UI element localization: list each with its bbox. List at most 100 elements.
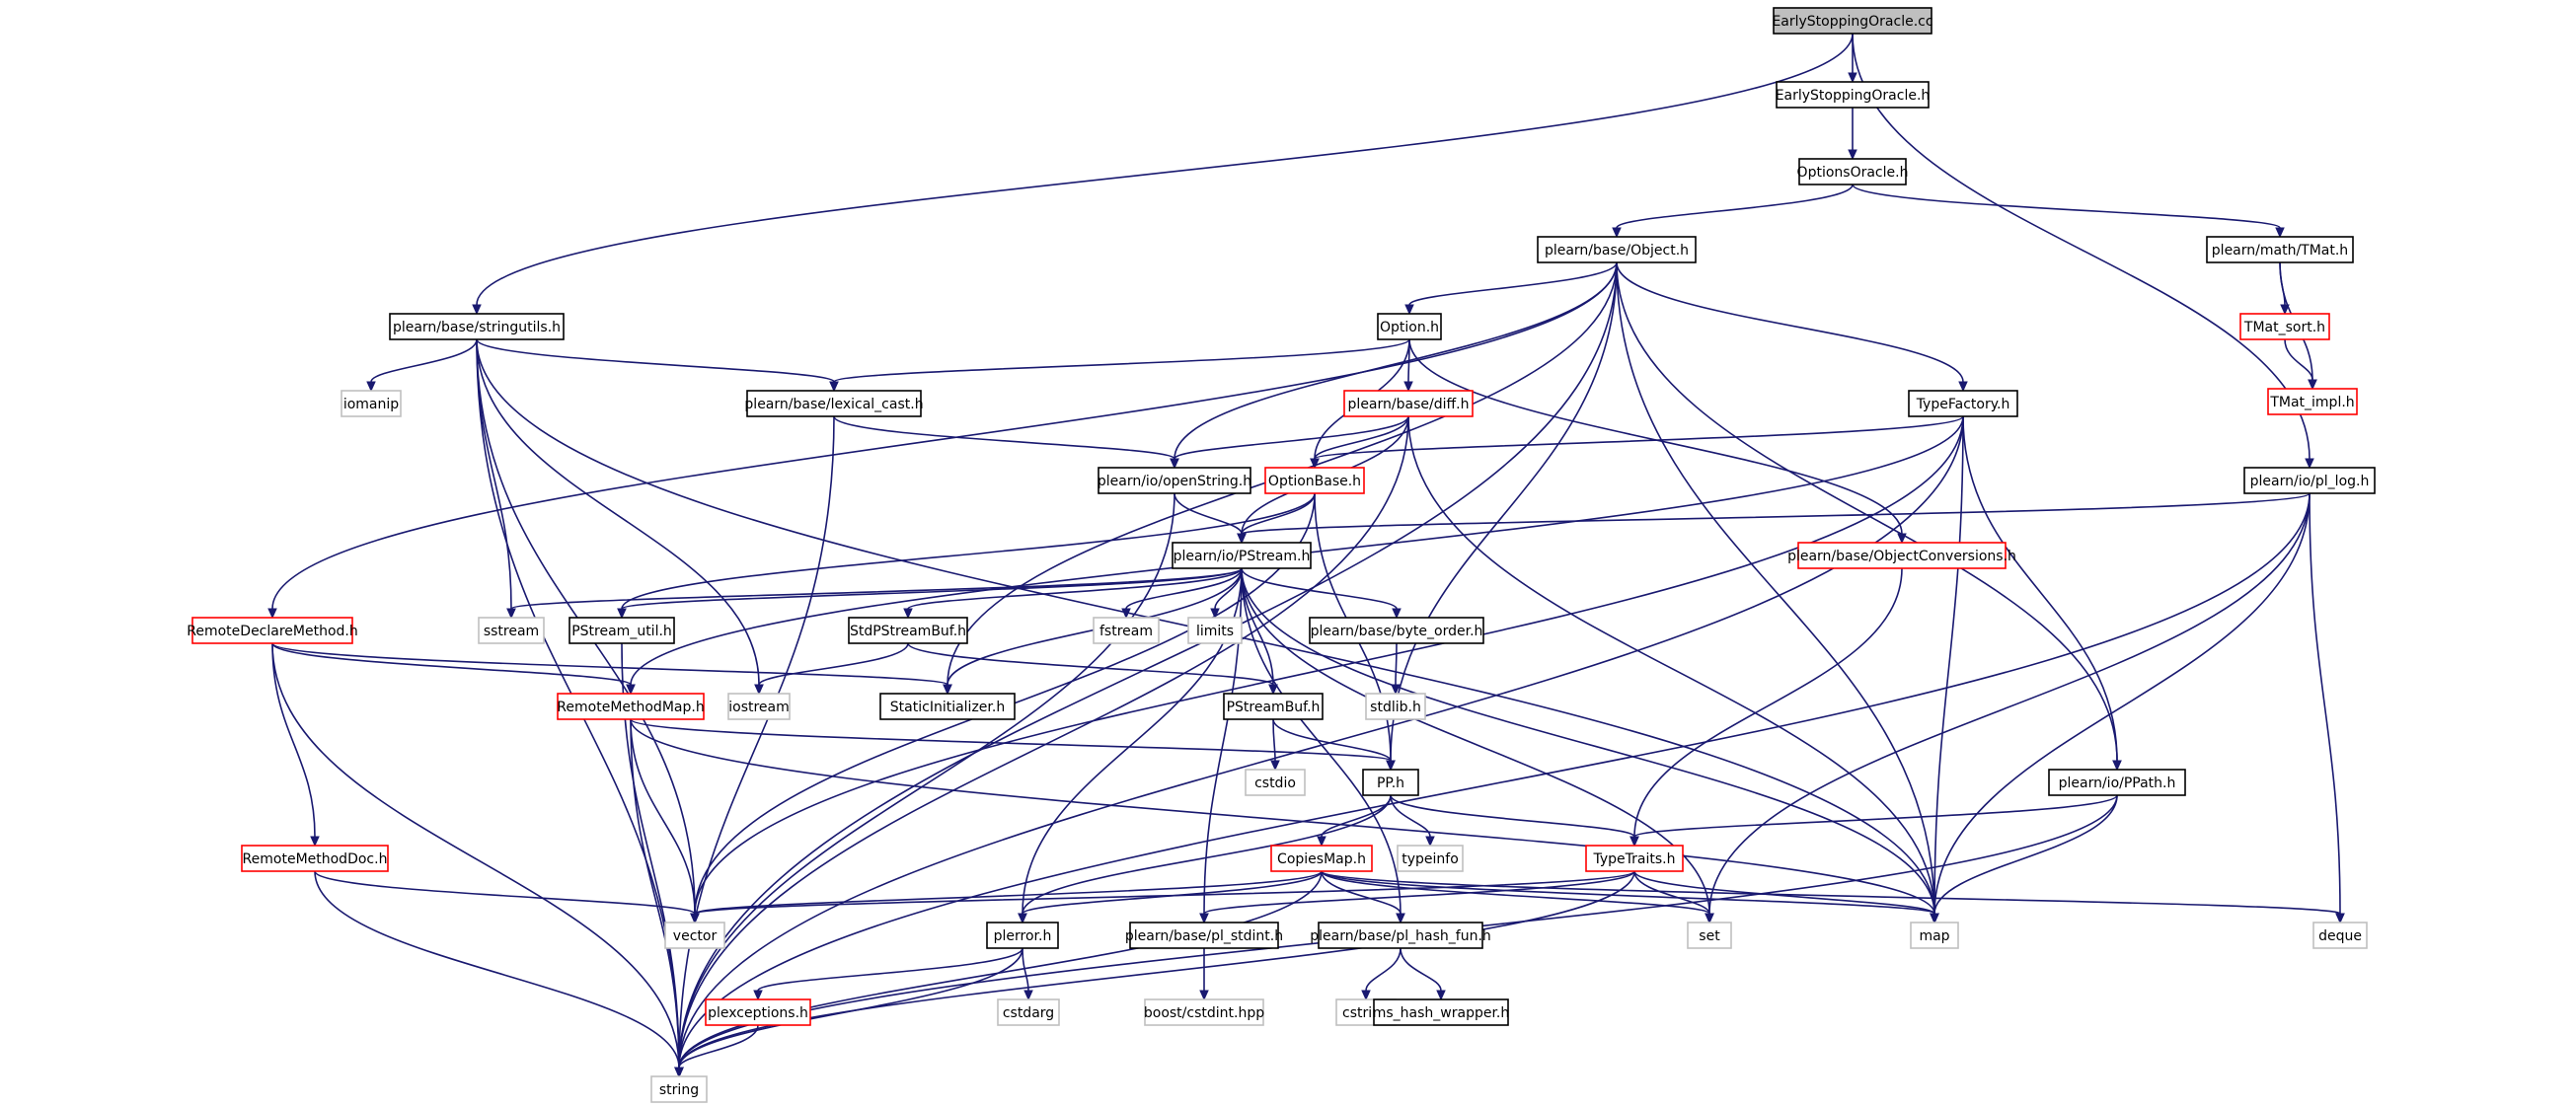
- node-label: PStream_util.h: [571, 624, 672, 639]
- edge-line: [271, 261, 1618, 610]
- edge-arrowhead: [690, 913, 700, 924]
- node-staticinit[interactable]: StaticInitializer.h: [879, 693, 1016, 720]
- node-ppath[interactable]: plearn/io/PPath.h: [2048, 769, 2186, 796]
- node-root[interactable]: EarlyStoppingOracle.cc: [1772, 7, 1933, 35]
- node-option[interactable]: Option.h: [1377, 313, 1442, 340]
- edge-copiesmap-to-deque: [1321, 870, 2345, 924]
- node-typefac[interactable]: TypeFactory.h: [1908, 390, 2018, 417]
- node-pllog[interactable]: plearn/io/pl_log.h: [2243, 467, 2376, 494]
- edge-line: [1022, 794, 1392, 915]
- node-psutil[interactable]: PStream_util.h: [568, 617, 675, 644]
- node-rmm[interactable]: RemoteMethodMap.h: [557, 693, 705, 720]
- node-label: vector: [673, 928, 718, 944]
- edge-line: [1616, 261, 1964, 383]
- edge-line: [370, 338, 478, 383]
- node-label: plearn/math/TMat.h: [2212, 243, 2348, 259]
- edge-line: [476, 338, 835, 383]
- edge-arrowhead: [2308, 379, 2317, 391]
- edge-line: [1616, 261, 2118, 762]
- node-box: [848, 617, 968, 644]
- node-deque: deque: [2312, 922, 2368, 949]
- edge-objconv-to-typetraits: [1629, 567, 1903, 848]
- edge-pllog-to-deque: [2309, 492, 2345, 924]
- edge-arrowhead: [1391, 684, 1401, 696]
- edge-line: [1314, 415, 1409, 460]
- edge-pstream-to-stdps: [903, 567, 1243, 620]
- edge-line: [630, 718, 696, 915]
- edge-typefac-to-optbase: [1310, 415, 1964, 470]
- edge-arrowhead: [472, 304, 482, 316]
- node-pph[interactable]: PP.h: [1362, 769, 1419, 796]
- edge-diff-to-string: [674, 415, 1409, 1078]
- node-tmat[interactable]: plearn/math/TMat.h: [2206, 236, 2354, 263]
- node-box: [2267, 388, 2358, 415]
- node-label: cstdio: [1254, 776, 1296, 791]
- node-objconv[interactable]: plearn/base/ObjectConversions.h: [1787, 542, 2016, 569]
- edge-copiesmap-to-plhash: [1321, 870, 1405, 924]
- edge-esoh-to-oo: [1848, 107, 1857, 161]
- node-openstr[interactable]: plearn/io/openString.h: [1098, 467, 1251, 494]
- node-box: [389, 313, 565, 340]
- edge-arrowhead: [1268, 684, 1278, 696]
- edge-line: [476, 338, 760, 686]
- node-box: [2243, 467, 2376, 494]
- edge-arrowhead: [617, 608, 627, 620]
- edge-copiesmap-to-vector: [690, 870, 1323, 924]
- node-rdm[interactable]: RemoteDeclareMethod.h: [187, 617, 358, 644]
- node-box: [746, 390, 922, 417]
- node-label: StaticInitializer.h: [890, 700, 1005, 715]
- node-plstdint[interactable]: plearn/base/pl_stdint.h: [1125, 922, 1283, 949]
- node-copiesmap[interactable]: CopiesMap.h: [1270, 845, 1373, 872]
- edge-line: [510, 567, 1243, 610]
- node-esoh[interactable]: EarlyStoppingOracle.h: [1776, 81, 1931, 109]
- node-optbase[interactable]: OptionBase.h: [1264, 467, 1365, 494]
- node-strutil[interactable]: plearn/base/stringutils.h: [389, 313, 565, 340]
- edge-arrowhead: [2275, 227, 2285, 239]
- edge-arrowhead: [1199, 913, 1209, 924]
- node-box: [557, 693, 705, 720]
- edge-line: [1241, 567, 1402, 915]
- node-tmatimpl[interactable]: TMat_impl.h: [2267, 388, 2358, 415]
- node-oo[interactable]: OptionsOracle.h: [1797, 158, 1909, 185]
- node-box: [1362, 769, 1419, 796]
- node-typetraits[interactable]: TypeTraits.h: [1585, 845, 1684, 872]
- node-plerror[interactable]: plerror.h: [986, 922, 1059, 949]
- node-diff[interactable]: plearn/base/diff.h: [1343, 390, 1474, 417]
- node-box: [2206, 236, 2354, 263]
- edge-arrowhead: [1317, 836, 1326, 848]
- edge-arrowhead: [366, 381, 376, 393]
- node-cstdarg: cstdarg: [997, 998, 1060, 1026]
- edge-line: [678, 415, 1964, 1069]
- edge-line: [1616, 261, 1935, 915]
- edge-line: [1241, 492, 2311, 535]
- node-lexcast[interactable]: plearn/base/lexical_cast.h: [744, 390, 924, 417]
- node-box: [1365, 693, 1426, 720]
- node-pstream[interactable]: plearn/io/PStream.h: [1172, 542, 1312, 569]
- node-box: [1797, 542, 2007, 569]
- edge-arrowhead: [1361, 990, 1371, 1001]
- node-mshash[interactable]: ms_hash_wrapper.h: [1373, 998, 1510, 1026]
- node-tmatsort[interactable]: TMat_sort.h: [2239, 313, 2330, 340]
- node-byteorder[interactable]: plearn/base/byte_order.h: [1309, 617, 1484, 644]
- node-rmdoc[interactable]: RemoteMethodDoc.h: [241, 845, 389, 872]
- node-stdps[interactable]: StdPStreamBuf.h: [848, 617, 968, 644]
- node-label: plearn/io/PStream.h: [1174, 549, 1311, 564]
- edge-root-to-strutil: [472, 33, 1854, 316]
- node-label: plearn/base/byte_order.h: [1311, 624, 1483, 639]
- node-label: map: [1919, 928, 1949, 944]
- node-sstream: sstream: [478, 617, 545, 644]
- node-plexc[interactable]: plexceptions.h: [705, 998, 811, 1026]
- edge-typefac-to-map: [1930, 415, 1964, 924]
- edge-diff-to-openstr: [1170, 415, 1409, 470]
- node-psbuf[interactable]: PStreamBuf.h: [1223, 693, 1324, 720]
- node-obj[interactable]: plearn/base/Object.h: [1537, 236, 1697, 263]
- edge-line: [678, 492, 1175, 1069]
- node-plhash[interactable]: plearn/base/pl_hash_fun.h: [1310, 922, 1491, 949]
- node-label: TMat_impl.h: [2269, 395, 2354, 410]
- edge-arrowhead: [626, 684, 636, 696]
- edge-line: [1174, 415, 1409, 460]
- edge-arrowhead: [1386, 760, 1396, 772]
- node-boost: boost/cstdint.hpp: [1144, 998, 1264, 1026]
- edge-line: [1933, 794, 2118, 915]
